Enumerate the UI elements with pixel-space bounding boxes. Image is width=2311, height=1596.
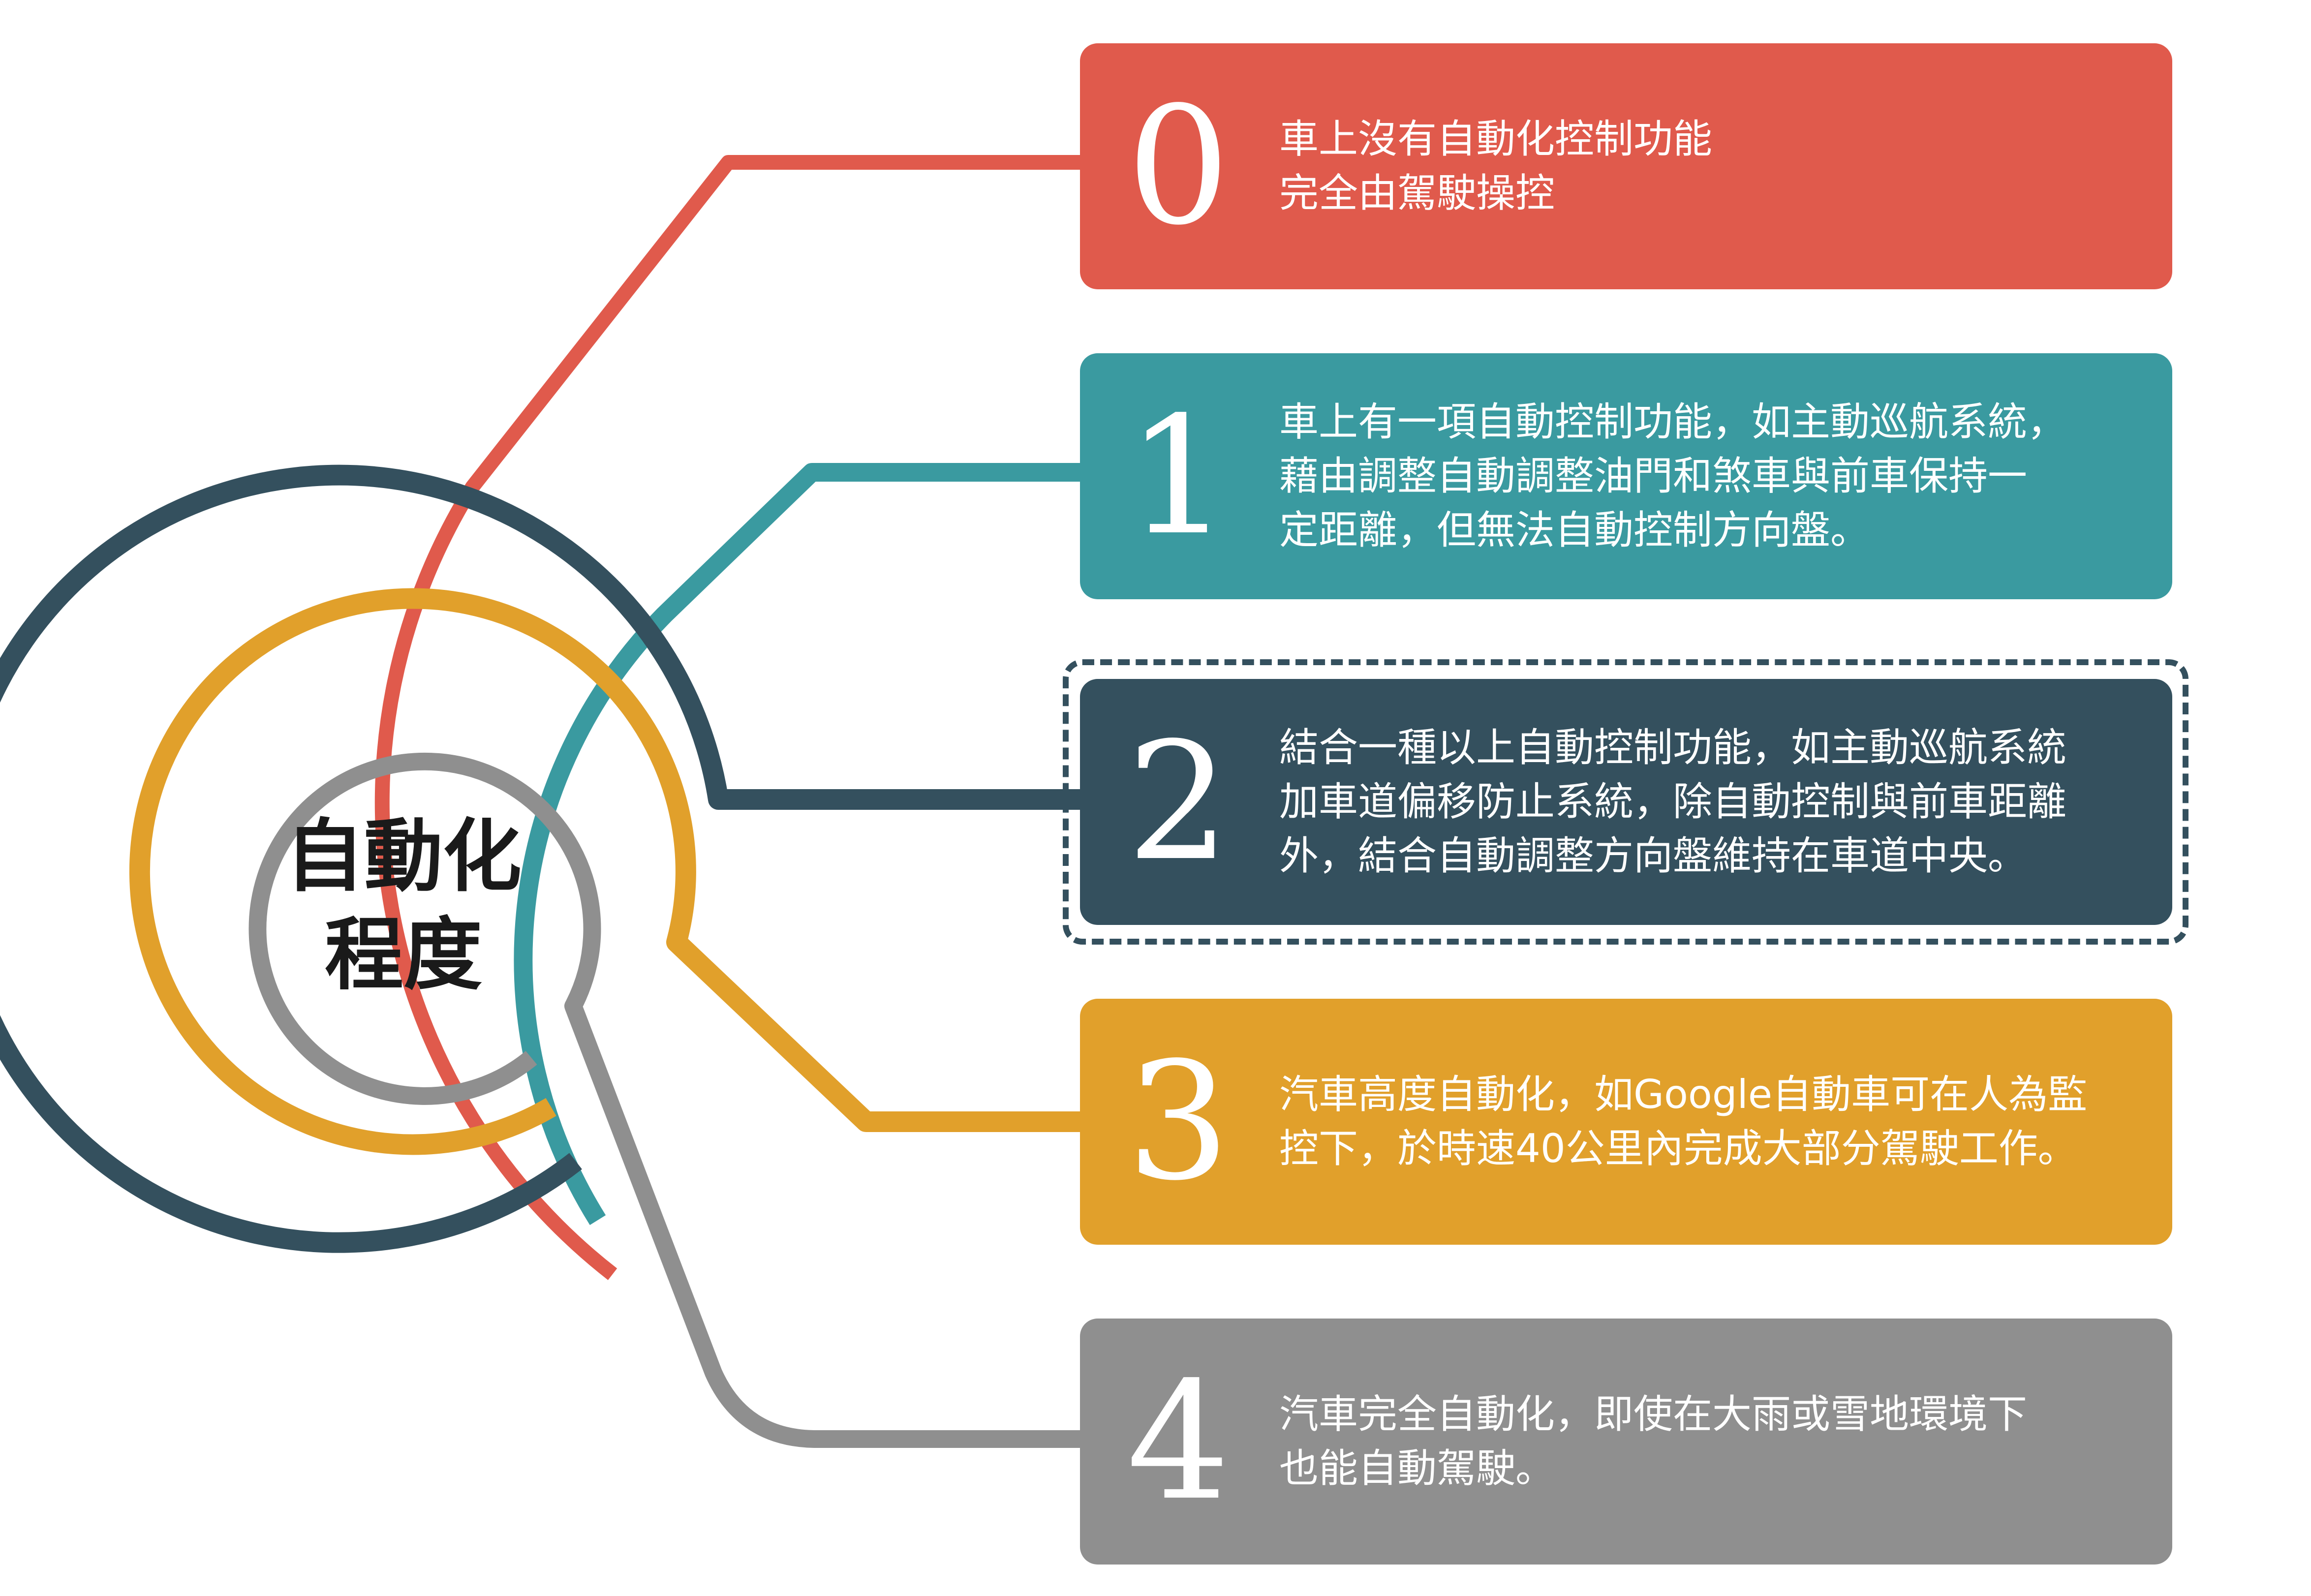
level-description-4: 汽車完全自動化，即使在大雨或雪地環境下 也能自動駕駛。 [1279, 1319, 2153, 1565]
level-1-line-3: 定距離，但無法自動控制方向盤。 [1279, 507, 1870, 553]
level-1-line-1: 車上有一項自動控制功能，如主動巡航系統， [1279, 399, 2066, 445]
level-card-4: 4 汽車完全自動化，即使在大雨或雪地環境下 也能自動駕駛。 [1080, 1319, 2172, 1565]
level-1-line-2: 藉由調整自動調整油門和煞車與前車保持一 [1279, 453, 2027, 499]
level-description-1: 車上有一項自動控制功能，如主動巡航系統， 藉由調整自動調整油門和煞車與前車保持一… [1279, 353, 2153, 599]
level-description-0: 車上沒有自動化控制功能 完全由駕駛操控 [1279, 43, 2153, 289]
arc-level-4 [248, 752, 1080, 1448]
level-number-1: 1 [1127, 382, 1230, 571]
level-3-line-2: 控下，於時速40公里內完成大部分駕駛工作。 [1279, 1126, 2077, 1171]
level-card-2: 2 結合一種以上自動控制功能，如主動巡航系統 加車道偏移防止系統，除自動控制與前… [1080, 679, 2172, 925]
level-number-0: 0 [1127, 72, 1230, 261]
level-0-line-2: 完全由駕駛操控 [1279, 170, 1555, 216]
level-number-3: 3 [1127, 1027, 1230, 1216]
arc-level-2 [0, 464, 1080, 1253]
level-card-0: 0 車上沒有自動化控制功能 完全由駕駛操控 [1080, 43, 2172, 289]
arc-level-3 [129, 588, 1080, 1155]
level-description-2: 結合一種以上自動控制功能，如主動巡航系統 加車道偏移防止系統，除自動控制與前車距… [1279, 679, 2153, 925]
level-card-1: 1 車上有一項自動控制功能，如主動巡航系統， 藉由調整自動調整油門和煞車與前車保… [1080, 353, 2172, 599]
level-2-line-2: 加車道偏移防止系統，除自動控制與前車距離 [1279, 779, 2066, 825]
arc-level-0 [374, 155, 1080, 1280]
level-2-line-3: 外，結合自動調整方向盤維持在車道中央。 [1279, 833, 2027, 879]
center-label-line-2: 程度 [324, 908, 482, 1001]
level-card-3: 3 汽車高度自動化，如Google自動車可在人為監 控下，於時速40公里內完成大… [1080, 999, 2172, 1245]
level-0-line-1: 車上沒有自動化控制功能 [1279, 116, 1712, 162]
level-description-3: 汽車高度自動化，如Google自動車可在人為監 控下，於時速40公里內完成大部分… [1279, 999, 2153, 1245]
level-4-line-2: 也能自動駕駛。 [1279, 1445, 1555, 1491]
level-number-2: 2 [1127, 707, 1230, 896]
highlight-frame-level-2 [1063, 659, 2188, 945]
level-2-line-1: 結合一種以上自動控制功能，如主動巡航系統 [1279, 725, 2066, 770]
level-3-line-1: 汽車高度自動化，如Google自動車可在人為監 [1279, 1072, 2088, 1117]
center-label: 自動化 程度 [285, 807, 522, 1004]
level-number-4: 4 [1127, 1347, 1230, 1536]
center-label-line-1: 自動化 [285, 810, 522, 902]
level-4-line-1: 汽車完全自動化，即使在大雨或雪地環境下 [1279, 1391, 2027, 1437]
